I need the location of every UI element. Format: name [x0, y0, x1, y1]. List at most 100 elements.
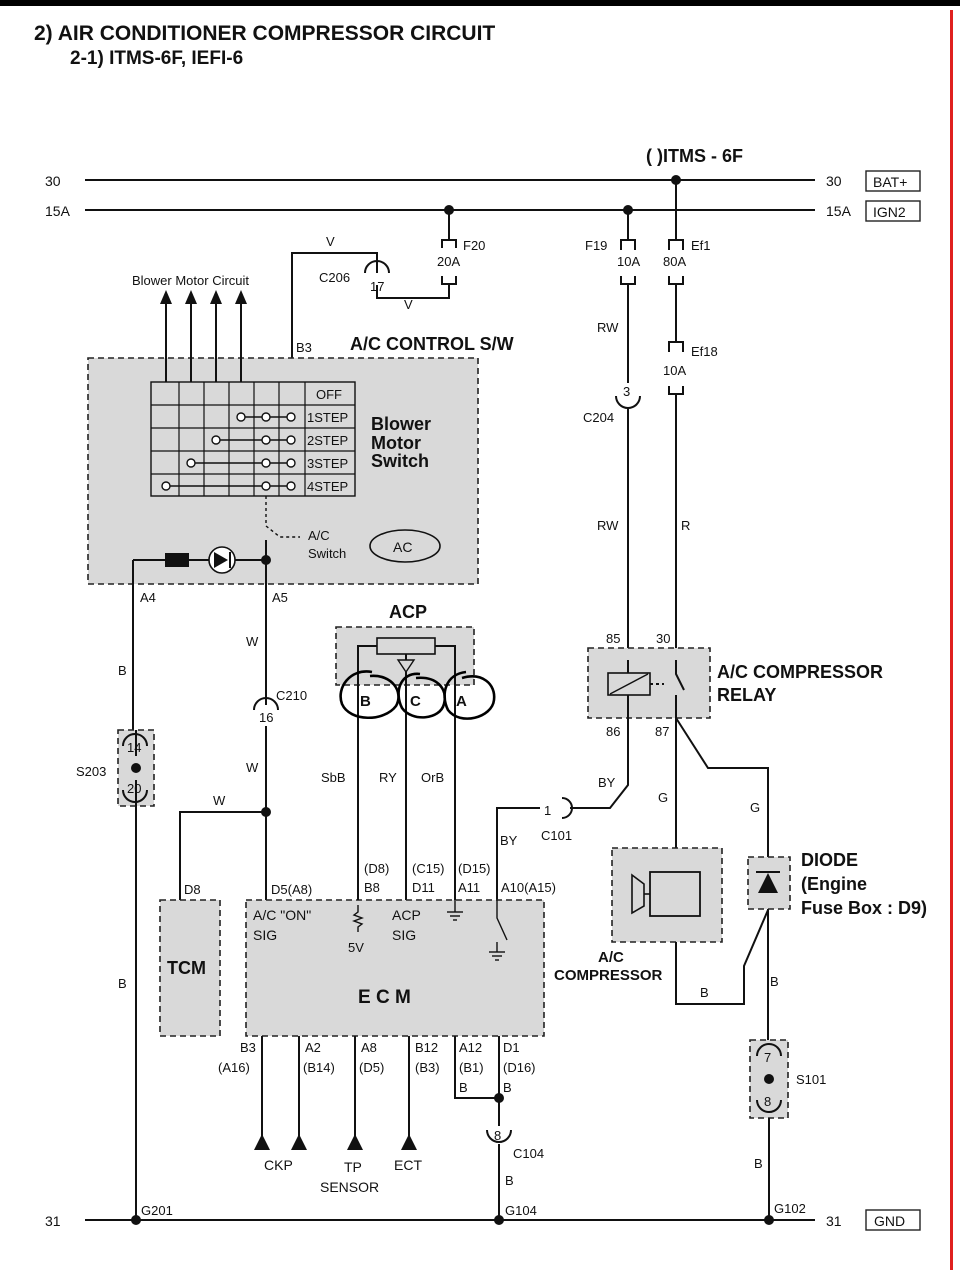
- wire-color-w2: W: [246, 760, 259, 775]
- svg-text:(D5): (D5): [359, 1060, 384, 1075]
- svg-text:SIG: SIG: [253, 927, 277, 943]
- svg-text:B3: B3: [296, 340, 312, 355]
- sensor-tp-2: SENSOR: [320, 1179, 379, 1195]
- sensor-ect: ECT: [394, 1157, 422, 1173]
- svg-text:30: 30: [45, 173, 61, 189]
- wire-color-b-s101: B: [754, 1156, 763, 1171]
- svg-text:A: A: [456, 693, 467, 710]
- wire-color-rw1: RW: [597, 320, 619, 335]
- svg-text:1: 1: [544, 803, 551, 818]
- svg-text:(D8): (D8): [364, 861, 389, 876]
- svg-text:20: 20: [127, 781, 141, 796]
- svg-text:ACP: ACP: [392, 907, 421, 923]
- svg-text:A12: A12: [459, 1040, 482, 1055]
- svg-text:RELAY: RELAY: [717, 685, 776, 705]
- svg-text:D1: D1: [503, 1040, 520, 1055]
- svg-text:(C15): (C15): [412, 861, 445, 876]
- fuse-f19: F19 10A: [585, 205, 640, 383]
- svg-text:15A: 15A: [826, 203, 852, 219]
- svg-text:F19: F19: [585, 238, 607, 253]
- acp-sensor: ACP B C A: [335, 602, 496, 900]
- wire-color-v2: V: [404, 297, 413, 312]
- wire-color-v1: V: [326, 234, 335, 249]
- svg-text:ACP: ACP: [389, 602, 427, 622]
- svg-text:C101: C101: [541, 828, 572, 843]
- bus-30: 30 30 BAT+: [45, 170, 921, 192]
- svg-text:B: B: [459, 1080, 468, 1095]
- wire-color-b-left2: B: [118, 976, 127, 991]
- svg-text:Fuse Box : D9): Fuse Box : D9): [801, 898, 927, 918]
- svg-text:Ef1: Ef1: [691, 238, 711, 253]
- svg-text:B12: B12: [415, 1040, 438, 1055]
- ac-compressor-relay: 85 30 86 87 A/C COMPRESSOR RELAY: [587, 631, 883, 739]
- ground-g104: G104: [505, 1203, 537, 1218]
- svg-text:SIG: SIG: [392, 927, 416, 943]
- svg-text:Switch: Switch: [371, 451, 429, 471]
- svg-text:31: 31: [45, 1213, 61, 1229]
- diagram-title: 2) AIR CONDITIONER COMPRESSOR CIRCUIT: [34, 22, 495, 45]
- svg-text:30: 30: [656, 631, 670, 646]
- svg-text:F20: F20: [463, 238, 485, 253]
- svg-text:B: B: [503, 1080, 512, 1095]
- ac-switch-label-2: Switch: [308, 546, 346, 561]
- svg-text:C: C: [410, 693, 421, 710]
- svg-text:D5(A8): D5(A8): [271, 882, 312, 897]
- svg-text:2STEP: 2STEP: [307, 433, 348, 448]
- bus-15a: 15A 15A IGN2: [45, 200, 921, 222]
- svg-text:4STEP: 4STEP: [307, 479, 348, 494]
- svg-text:(B1): (B1): [459, 1060, 484, 1075]
- itms-label: ( )ITMS - 6F: [646, 146, 743, 166]
- bus-31: 31 31 GND: [45, 1209, 921, 1231]
- wire-color-w3: W: [213, 793, 226, 808]
- svg-text:C204: C204: [583, 410, 614, 425]
- connector-c101: 1 C101: [541, 797, 573, 843]
- svg-text:(B3): (B3): [415, 1060, 440, 1075]
- fuse-f20: F20 20A: [376, 205, 485, 299]
- svg-text:85: 85: [606, 631, 620, 646]
- connector-c204: 3 C204: [583, 384, 641, 425]
- wire-color-g1: G: [658, 790, 668, 805]
- svg-text:Motor: Motor: [371, 433, 421, 453]
- ign2-label: IGN2: [873, 204, 906, 220]
- connector-c210: 16 C210: [253, 688, 307, 725]
- connector-c206: 17 C206: [319, 260, 390, 294]
- svg-text:1STEP: 1STEP: [307, 410, 348, 425]
- svg-text:B8: B8: [364, 880, 380, 895]
- ecm-bottom-pins: B3 (A16) A2 (B14) A8 (D5) B12 (B3) A12 (…: [218, 1040, 536, 1095]
- svg-text:10A: 10A: [617, 254, 640, 269]
- svg-text:C206: C206: [319, 270, 350, 285]
- wire-color-b-comp: B: [700, 985, 709, 1000]
- ac-button-label: AC: [393, 539, 412, 555]
- svg-text:20A: 20A: [437, 254, 460, 269]
- svg-text:87: 87: [655, 724, 669, 739]
- svg-text:COMPRESSOR: COMPRESSOR: [554, 967, 663, 984]
- ecm-module: D5(A8) (D8) B8 (C15) D11 (D15) A11 A10(A…: [245, 861, 556, 1037]
- svg-text:A2: A2: [305, 1040, 321, 1055]
- svg-text:S101: S101: [796, 1072, 826, 1087]
- wire-color-by2: BY: [500, 833, 518, 848]
- ac-control-title: A/C CONTROL S/W: [350, 334, 514, 354]
- svg-text:(A16): (A16): [218, 1060, 250, 1075]
- svg-text:(D16): (D16): [503, 1060, 536, 1075]
- wire-color-w1: W: [246, 634, 259, 649]
- svg-text:B: B: [360, 693, 371, 710]
- svg-text:17: 17: [370, 279, 384, 294]
- svg-text:S203: S203: [76, 764, 106, 779]
- svg-text:10A: 10A: [663, 363, 686, 378]
- blower-output-arrows: [160, 290, 247, 382]
- svg-text:8: 8: [764, 1094, 771, 1109]
- svg-text:15A: 15A: [45, 203, 71, 219]
- ac-compressor: A/C COMPRESSOR: [554, 847, 723, 984]
- svg-text:16: 16: [259, 710, 273, 725]
- wire-color-b-left: B: [118, 663, 127, 678]
- fuse-ef1: Ef1 80A: [663, 175, 711, 342]
- tcm-module: TCM D8: [159, 882, 221, 1037]
- svg-text:31: 31: [826, 1213, 842, 1229]
- svg-text:A/C COMPRESSOR: A/C COMPRESSOR: [717, 662, 883, 682]
- sensor-ckp: CKP: [264, 1157, 293, 1173]
- ac-switch-label-1: A/C: [308, 528, 330, 543]
- svg-text:A10(A15): A10(A15): [501, 880, 556, 895]
- svg-text:8: 8: [494, 1128, 501, 1143]
- svg-text:C104: C104: [513, 1146, 544, 1161]
- blower-motor-circuit-label: Blower Motor Circuit: [132, 273, 249, 288]
